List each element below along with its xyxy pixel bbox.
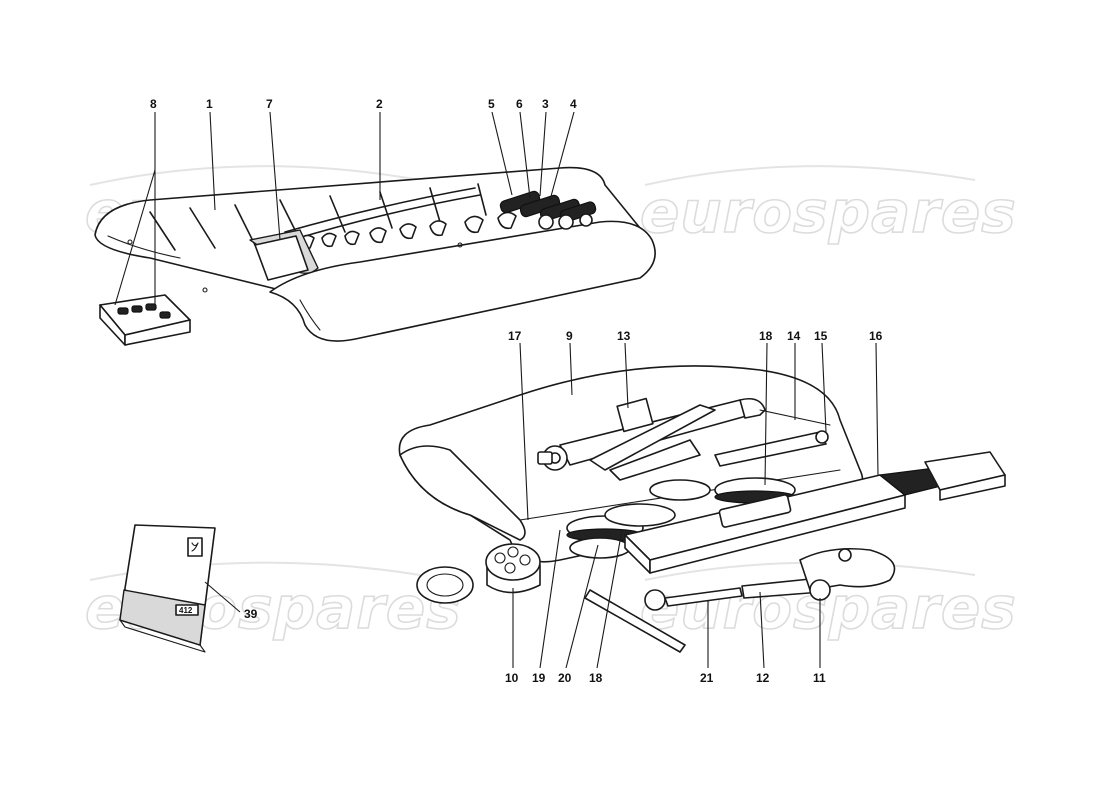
callout-15: 15 — [814, 329, 828, 343]
screwdriver-set[interactable] — [499, 190, 597, 230]
manual-emblem-icon — [187, 537, 203, 557]
spanner-bar[interactable] — [584, 547, 896, 653]
callout-11: 11 — [813, 671, 826, 685]
scissor-jack[interactable] — [537, 397, 831, 481]
leader-lines — [114, 111, 879, 669]
callout-2: 2 — [376, 97, 383, 111]
callout-8: 8 — [150, 97, 157, 111]
wheel-nut-container[interactable] — [416, 543, 541, 604]
callout-39: 39 — [244, 607, 258, 621]
manual-cover-label: 412 — [179, 606, 193, 615]
callout-18-top: 18 — [759, 329, 773, 343]
callout-10: 10 — [505, 671, 519, 685]
callout-18-bottom: 18 — [589, 671, 603, 685]
callout-14: 14 — [787, 329, 801, 343]
callout-7: 7 — [266, 97, 273, 111]
callout-6: 6 — [516, 97, 523, 111]
callout-17: 17 — [508, 329, 522, 343]
manual-cover-label-box — [175, 604, 199, 616]
owners-manual[interactable]: 412 — [119, 524, 216, 653]
callout-3: 3 — [542, 97, 549, 111]
callout-labels: 8 1 7 2 5 6 3 4 17 9 13 18 14 15 16 10 1… — [150, 97, 883, 685]
watermark-text: eurospares — [640, 178, 1017, 246]
callout-20: 20 — [558, 671, 572, 685]
callout-12: 12 — [756, 671, 770, 685]
fuse-box[interactable] — [99, 294, 191, 346]
callout-9: 9 — [566, 329, 573, 343]
watermark-top-right: eurospares — [639, 165, 1017, 247]
callout-5: 5 — [488, 97, 495, 111]
callout-21: 21 — [700, 671, 714, 685]
pliers[interactable] — [249, 229, 319, 281]
callout-19: 19 — [532, 671, 546, 685]
callout-13: 13 — [617, 329, 631, 343]
callout-1: 1 — [206, 97, 213, 111]
callout-16: 16 — [869, 329, 883, 343]
callout-4: 4 — [570, 97, 577, 111]
wheel-brace[interactable] — [624, 451, 1006, 574]
